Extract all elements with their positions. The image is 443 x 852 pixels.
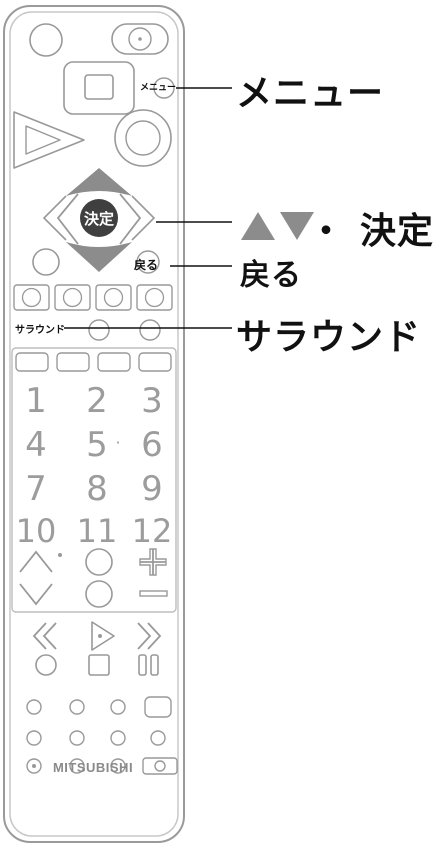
small-button[interactable] [69,699,85,715]
small-button[interactable] [26,699,42,715]
back-callout: 戻る [240,258,302,293]
number-pad: 1 2 3 4 5 6 7 8 9 10 11 12 [16,381,173,550]
right-chevron-icon[interactable] [119,193,142,245]
play-triangle-icon[interactable] [13,111,85,169]
function-key[interactable] [138,352,172,372]
remote-body [3,5,185,843]
function-keys [15,352,172,372]
keypad-panel [11,347,177,613]
enter-button[interactable] [80,199,118,237]
brand-logo: MITSUBISHI [52,760,134,775]
surround-button-label: サラウンド [15,325,65,336]
small-button[interactable] [150,730,166,746]
surround-button[interactable] [88,319,110,341]
down-arrow-icon[interactable] [66,242,132,272]
small-button[interactable] [110,730,126,746]
record-circle-icon[interactable] [114,109,172,167]
number-key[interactable]: 3 [141,381,163,421]
volume-up-icon[interactable] [19,550,53,573]
color-button[interactable] [54,284,91,311]
down-triangle-icon [280,212,314,240]
surround-side-button[interactable] [139,319,161,341]
input-icon [128,27,152,51]
number-key[interactable]: 4 [25,425,47,465]
function-key[interactable] [56,352,90,372]
menu-small-button[interactable] [153,77,175,99]
menu-button-label: メニュー [140,83,177,93]
number-key[interactable]: 11 [77,512,118,550]
left-chevron-icon[interactable] [56,193,79,245]
number-key[interactable]: 6 [141,425,163,465]
number-key[interactable]: 2 [86,381,108,421]
number-key[interactable]: 9 [141,469,163,509]
up-triangle-icon [241,212,275,240]
number-key[interactable]: 12 [132,512,173,550]
number-key[interactable]: 8 [86,469,108,509]
small-button[interactable] [110,758,126,774]
number-key[interactable]: 7 [25,469,47,509]
menu-callout: メニュー [236,73,385,114]
plus-icon[interactable] [140,549,166,575]
enter-key-label: 決定 [84,210,114,228]
color-button[interactable] [13,284,50,311]
record-button[interactable] [35,654,57,676]
stop-button[interactable] [88,654,110,676]
number-key[interactable]: 5 [86,425,108,465]
color-button[interactable] [136,284,173,311]
minus-icon[interactable] [139,590,168,597]
number-key[interactable]: 1 [25,381,47,421]
surround-callout: サラウンド [236,317,422,358]
function-key[interactable] [15,352,49,372]
back-button-label: 戻る [134,258,159,272]
remote-body-inner [9,11,179,837]
mute-button[interactable] [85,548,113,576]
color-button[interactable] [95,284,132,311]
back-button[interactable] [136,250,160,274]
center-button[interactable] [85,580,113,608]
stop-square-icon [84,74,114,100]
small-button[interactable] [69,730,85,746]
pause-icon[interactable] [138,654,159,676]
enter-callout-separator: ・ [308,211,346,252]
number-separator: · [115,433,120,452]
power-button[interactable] [29,23,63,57]
menu-button[interactable] [63,61,135,115]
small-button[interactable] [26,730,42,746]
number-key[interactable]: 10 [16,512,57,550]
small-button[interactable] [110,699,126,715]
up-arrow-icon[interactable] [66,168,132,196]
rewind-icon[interactable] [32,622,57,650]
play-icon[interactable] [91,621,115,651]
color-buttons [13,284,173,311]
volume-down-icon[interactable] [19,583,53,606]
left-small-button[interactable] [32,248,60,276]
function-key[interactable] [97,352,131,372]
small-button[interactable] [69,758,85,774]
fast-forward-icon[interactable] [137,622,162,650]
small-rect-button[interactable] [144,696,172,718]
bottom-buttons [26,696,178,775]
enter-callout-text: 決定 [360,211,435,252]
